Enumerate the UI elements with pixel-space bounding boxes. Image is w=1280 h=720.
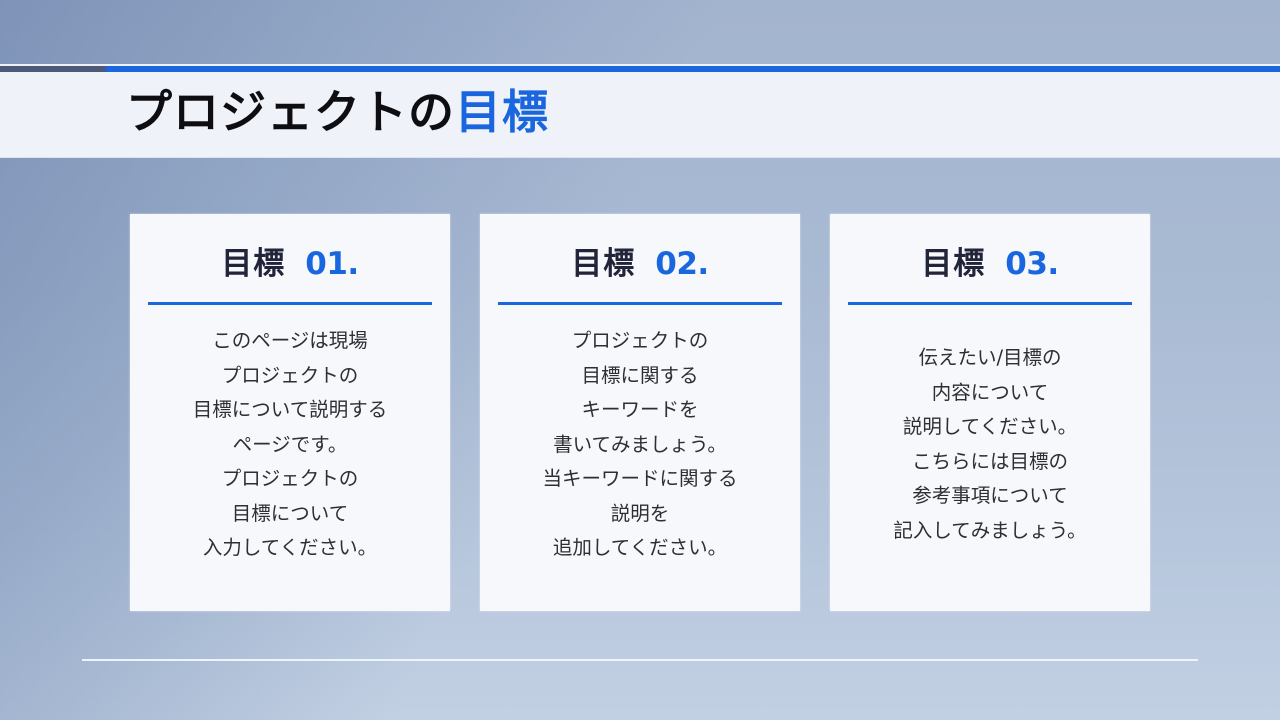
header-band	[0, 72, 1280, 158]
goal-card-divider	[498, 302, 782, 305]
top-accent-dark-segment	[0, 66, 106, 72]
description-line: プロジェクトの	[221, 363, 359, 387]
goal-card-description: このページは現場 プロジェクトの 目標について説明する ページです。 プロジェク…	[130, 324, 450, 566]
description-line: 内容について	[931, 380, 1049, 404]
description-line: こちらには目標の	[911, 449, 1068, 473]
goal-card-heading: 目標 02.	[480, 242, 800, 286]
goal-card-number: 03.	[1005, 246, 1059, 282]
goal-card-divider	[148, 302, 432, 305]
description-line: 説明を	[610, 501, 670, 525]
goal-card-label: 目標	[921, 246, 986, 282]
goal-card-label: 目標	[221, 246, 286, 282]
description-line: 伝えたい/目標の	[918, 346, 1062, 369]
goal-card-heading: 目標 03.	[830, 242, 1150, 286]
goal-card-number: 02.	[655, 246, 709, 282]
top-accent-white-line	[0, 64, 1280, 66]
description-line: 目標に関する	[581, 363, 699, 387]
description-line: 入力してください。	[202, 536, 378, 559]
goal-card-heading: 目標 01.	[130, 242, 450, 286]
description-line: 参考事項について	[912, 484, 1068, 507]
page-title-accent: 目標	[455, 85, 549, 139]
footer-divider-line	[82, 659, 1198, 661]
description-line: 説明してください。	[902, 415, 1078, 438]
description-line: プロジェクトの	[571, 329, 709, 352]
description-line: 目標について	[231, 501, 349, 525]
description-line: 目標について説明する	[192, 398, 388, 421]
description-line: 記入してみましょう。	[893, 518, 1087, 542]
goal-card-label: 目標	[571, 246, 636, 282]
description-line: 書いてみましょう。	[553, 432, 727, 456]
goal-card-number: 01.	[305, 246, 359, 282]
goal-card-01: 目標 01. このページは現場 プロジェクトの 目標について説明する ページです。…	[130, 214, 450, 611]
description-line: ページです。	[232, 432, 348, 456]
top-accent-blue-bar	[106, 66, 1280, 72]
description-line: このページは現場	[212, 329, 368, 352]
goal-card-description: プロジェクトの 目標に関する キーワードを 書いてみましょう。 当キーワードに関…	[480, 324, 800, 566]
goal-card-description: 伝えたい/目標の 内容について 説明してください。 こちらには目標の 参考事項に…	[830, 341, 1150, 548]
goal-card-divider	[848, 302, 1132, 305]
description-line: 追加してください。	[552, 536, 728, 559]
description-line: プロジェクトの	[221, 467, 359, 490]
description-line: キーワードを	[581, 398, 699, 421]
description-line: 当キーワードに関する	[542, 467, 738, 490]
goal-card-03: 目標 03. 伝えたい/目標の 内容について 説明してください。 こちらには目標の…	[830, 214, 1150, 611]
page-title-main: プロジェクトの	[126, 85, 455, 139]
page-title: プロジェクトの目標	[126, 84, 549, 140]
goal-card-02: 目標 02. プロジェクトの 目標に関する キーワードを 書いてみましょう。 当キ…	[480, 214, 800, 611]
